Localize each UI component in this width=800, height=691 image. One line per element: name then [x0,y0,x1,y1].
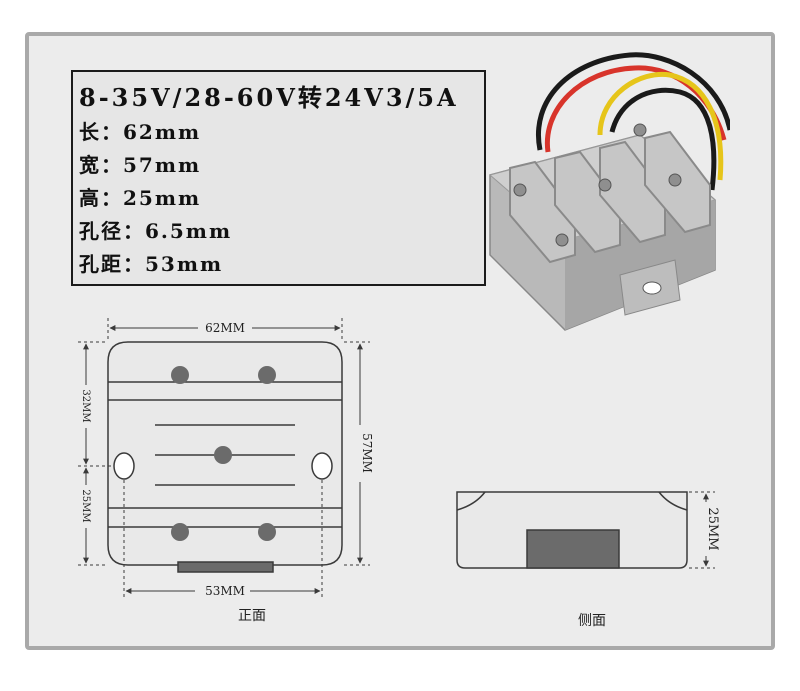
spec-width: 宽：57mm [79,153,202,177]
front-view-bolts [171,366,276,541]
hole-spacing-label: 53MM [205,584,245,598]
spec-title: 8-35V/28-60V转24V3/5A [79,83,459,112]
spec-hole-diameter: 孔径：6.5mm [79,219,233,243]
front-view-terminal [177,561,274,573]
side-dimension-lines [689,491,715,569]
spec-hole-spacing: 孔距：53mm [79,252,224,276]
lower-section-label: 25MM [80,489,91,522]
spec-height: 高：25mm [79,186,202,210]
side-view-terminal [526,529,620,569]
mounting-hole [642,281,662,295]
dimension-labels: 62MM 53MM 57MM 32MM 25MM 25MM [80,321,720,598]
wire-black-2 [609,87,717,191]
bolt-bottom-right [258,523,276,541]
spec-box: 8-35V/28-60V转24V3/5A 长：62mm 宽：57mm 高：25m… [71,70,486,286]
bolt-top-right [258,366,276,384]
front-height-label: 57MM [360,433,374,473]
front-view-fins [108,381,342,528]
mount-hole-right [311,452,333,480]
upper-section-label: 32MM [80,389,91,422]
front-dimension-lines [78,318,370,600]
wire-black-1 [536,52,730,151]
bolt-top-left [171,366,189,384]
product-photo [488,52,730,331]
spec-length: 长：62mm [79,120,202,144]
front-width-label: 62MM [205,321,245,335]
side-view-caption: 侧面 [578,613,606,629]
front-view-caption: 正面 [238,608,266,624]
bolt-center [214,446,232,464]
product-bolts [513,123,682,247]
side-view-curves [456,491,688,511]
front-view-mount-holes [113,452,333,480]
mount-hole-left [113,452,135,480]
wire-yellow [597,71,724,181]
side-view [456,491,688,569]
side-height-label: 25MM [705,507,720,550]
bolt-bottom-left [171,523,189,541]
